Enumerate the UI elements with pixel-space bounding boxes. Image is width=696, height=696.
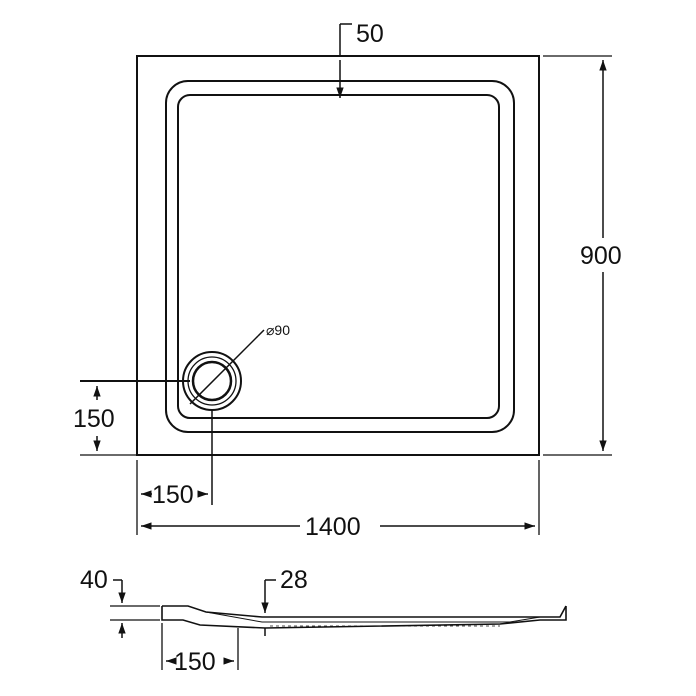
side-view: 40 28 150 (80, 566, 567, 676)
height-label: 40 (80, 566, 108, 594)
length-label: 1400 (305, 513, 361, 541)
drain-diameter-label: ⌀90 (266, 322, 290, 338)
base-height-dimension: 28 (261, 566, 308, 613)
drain-inner-ring (191, 360, 233, 402)
rim-width-dimension: 50 (336, 20, 384, 98)
side-drain-offset-dimension: 150 (161, 623, 239, 676)
depth-label: 900 (580, 242, 622, 270)
height-dimension: 40 (80, 566, 160, 638)
drain-offset-x-dimension: 150 (136, 410, 213, 535)
diameter-leader-line (189, 335, 259, 405)
base-height-label: 28 (280, 566, 308, 594)
side-drain-offset-label: 150 (174, 648, 216, 676)
rim-width-label: 50 (356, 20, 384, 48)
top-view: ⌀90 50 900 150 (73, 20, 622, 541)
drain-offset-y-dimension: 150 (73, 380, 190, 456)
drain-offset-x-label: 150 (152, 481, 194, 509)
side-top-profile (162, 605, 567, 618)
length-dimension: 1400 (141, 460, 540, 541)
drain-offset-y-label: 150 (73, 405, 115, 433)
tray-inner-rim (165, 80, 515, 433)
tray-outer-outline (136, 55, 540, 456)
depth-dimension: 900 (543, 55, 622, 456)
